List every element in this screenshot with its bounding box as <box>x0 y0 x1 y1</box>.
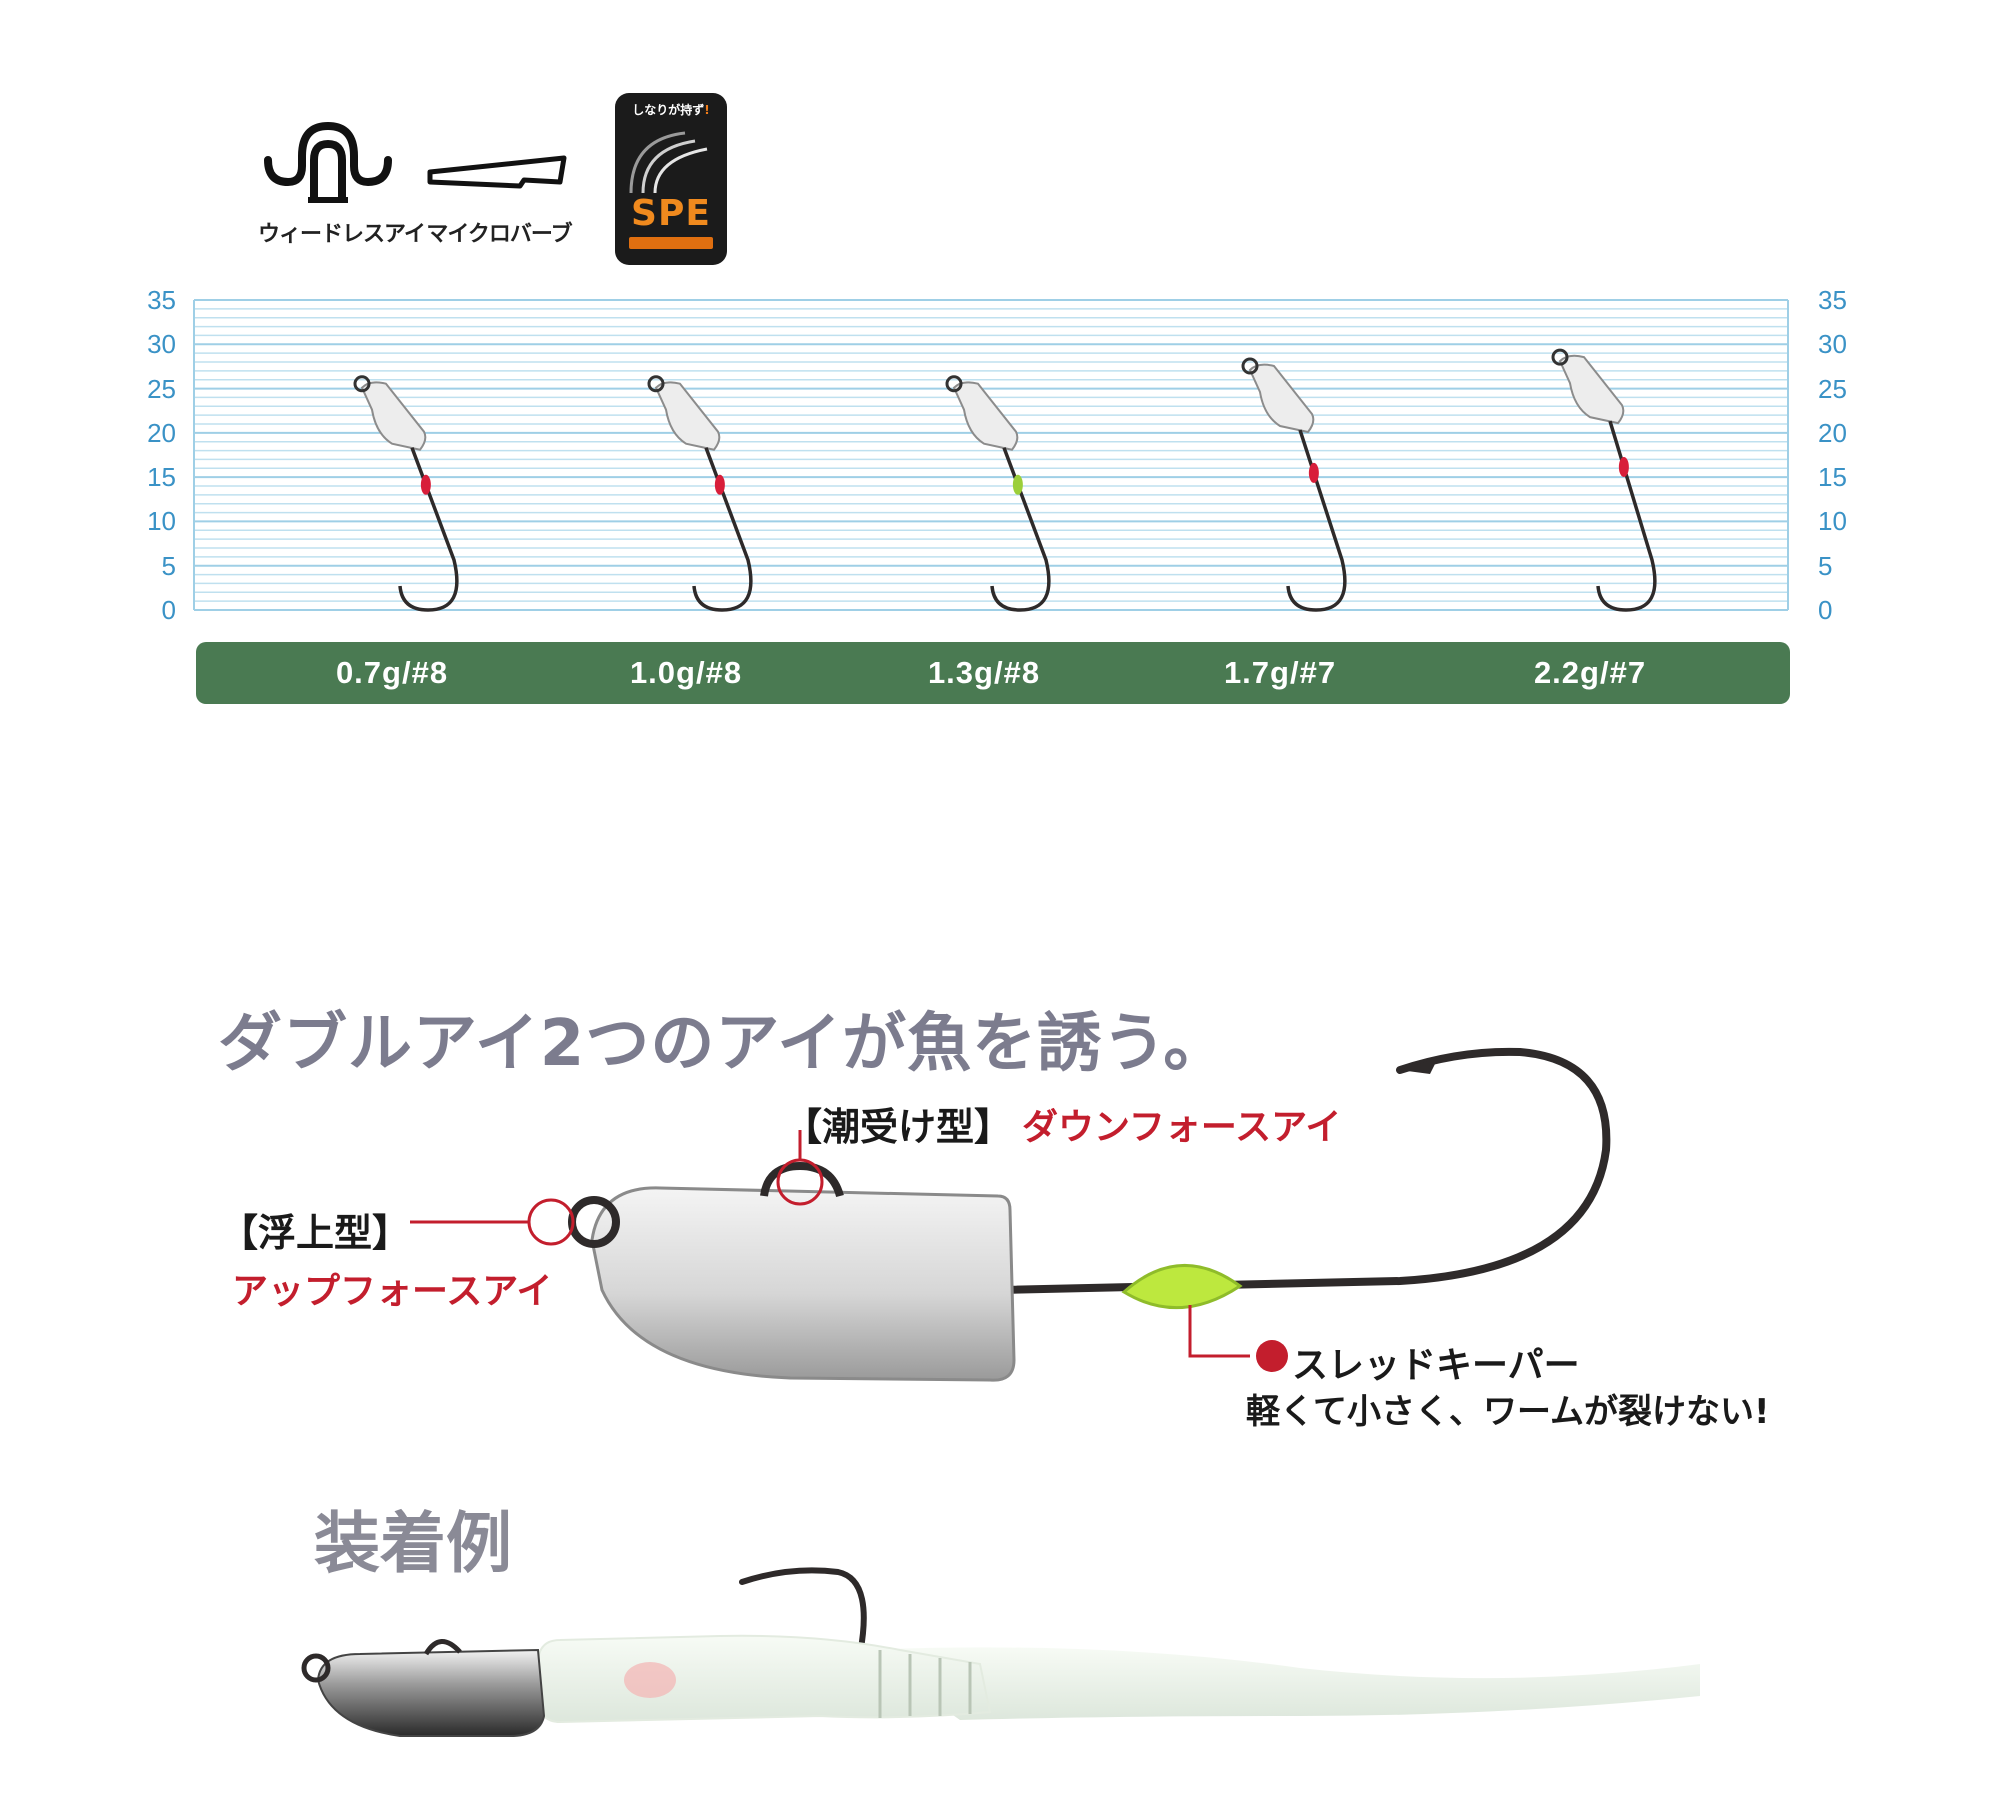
y-tick-label-right: 20 <box>1818 417 1847 448</box>
down-force-eye <box>760 1161 844 1198</box>
chart-grid <box>193 299 1789 611</box>
rigged-worm-illustration <box>301 1567 1700 1737</box>
spe-bar <box>629 237 713 249</box>
y-tick-label-left: 5 <box>161 550 176 581</box>
y-tick-label-left: 20 <box>147 417 176 448</box>
headline: ダブルアイ2つのアイが魚を誘う。 <box>218 1007 1229 1081</box>
weight-label: 1.7g/#7 <box>1223 655 1337 690</box>
down-force-name: ダウンフォースアイ <box>1022 1107 1342 1148</box>
y-tick-label-right: 35 <box>1818 285 1847 315</box>
weight-label: 1.3g/#8 <box>927 655 1041 690</box>
worm-tail <box>860 1647 1700 1720</box>
weedless-eye-feature: ウィードレスアイ <box>258 120 426 248</box>
micro-barb-label: マイクロバーブ <box>426 222 572 247</box>
jig-mark <box>1551 348 1657 612</box>
y-tick-label-left: 30 <box>147 329 176 360</box>
up-force-type: 【浮上型】 <box>220 1211 411 1255</box>
rigging-example-title: 装着例 <box>314 1505 512 1582</box>
spe-badge-caption: しなりが持ず! <box>632 103 710 117</box>
spe-label: SPE <box>631 193 711 234</box>
y-tick-label-left: 35 <box>147 285 176 315</box>
y-tick-label-left: 15 <box>147 462 176 493</box>
y-tick-label-left: 10 <box>147 506 176 537</box>
jig-mark <box>647 375 753 612</box>
y-tick-label-right: 10 <box>1818 506 1847 537</box>
weight-label: 0.7g/#8 <box>335 655 449 690</box>
jig-head-large <box>590 1186 1016 1382</box>
y-tick-label-right: 30 <box>1818 329 1847 360</box>
weedless-eye-icon <box>264 121 392 203</box>
small-hook <box>739 1567 867 1667</box>
weedless-eye-label: ウィードレスアイ <box>258 222 426 247</box>
y-tick-label-right: 5 <box>1818 550 1833 581</box>
weight-label-bar: 0.7g/#8 1.0g/#8 1.3g/#8 1.7g/#7 2.2g/#7 <box>196 642 1790 704</box>
worm-body <box>537 1634 992 1724</box>
jig-layer <box>353 348 1657 612</box>
jig-mark <box>1241 357 1347 612</box>
weight-label: 2.2g/#7 <box>1533 655 1647 690</box>
y-tick-label-right: 0 <box>1818 595 1833 625</box>
jig-mark <box>353 375 459 612</box>
large-hook <box>996 1047 1611 1294</box>
jig-head-small <box>316 1648 546 1737</box>
micro-barb-icon <box>427 155 567 189</box>
double-eye-jig-illustration <box>410 1047 1611 1382</box>
jig-mark <box>945 375 1051 612</box>
thread-keeper-desc: 軽くて小さく、ワームが裂けない! <box>1246 1392 1770 1432</box>
thread-keeper-large <box>1121 1264 1243 1309</box>
y-tick-label-right: 15 <box>1818 462 1847 493</box>
thread-keeper-title: スレッドキーパー <box>1292 1345 1580 1386</box>
y-tick-label-left: 25 <box>147 373 176 404</box>
micro-barb-feature: マイクロバーブ <box>424 150 574 248</box>
y-tick-label-right: 25 <box>1818 373 1847 404</box>
weight-label: 1.0g/#8 <box>629 655 743 690</box>
spe-badge: しなりが持ず! SPE <box>615 93 727 265</box>
down-force-type: 【潮受け型】 <box>784 1105 1013 1149</box>
spe-curve-icon <box>629 131 708 194</box>
up-force-name: アップフォースアイ <box>232 1271 553 1312</box>
y-tick-label-left: 0 <box>161 595 176 625</box>
